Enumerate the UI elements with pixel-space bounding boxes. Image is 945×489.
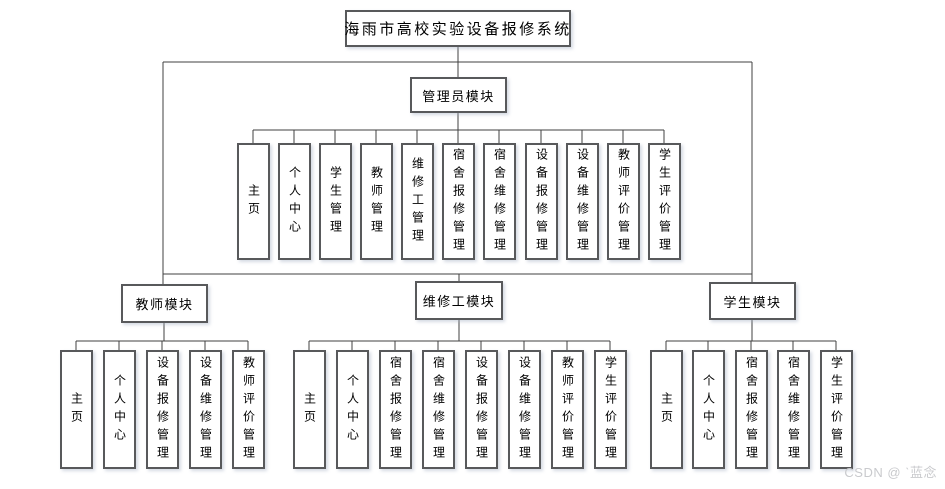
node-student-child-home: 主页 [650, 350, 683, 469]
node-repairman-child-home: 主页 [293, 350, 326, 469]
node-student-child-personal-center: 个人中心 [692, 350, 725, 469]
node-admin-child-student-eval-mgmt: 学生评价管理 [648, 143, 681, 260]
system-title-label: 海雨市高校实验设备报修系统 [344, 21, 572, 38]
node-admin-child-dorm-maintenance-mgmt: 宿舍维修管理 [483, 143, 516, 260]
node-repairman-child-equipment-maintenance-mgmt: 设备维修管理 [508, 350, 541, 469]
node-admin-child-home: 主页 [237, 143, 270, 260]
node-repairman-child-student-eval-mgmt: 学生评价管理 [594, 350, 627, 469]
teacher-module-label: 教师模块 [135, 297, 194, 312]
node-admin-child-teacher-mgmt: 教师管理 [360, 143, 393, 260]
admin-module-label: 管理员模块 [422, 88, 495, 104]
node-repairman-child-dorm-maintenance-mgmt: 宿舍维修管理 [422, 350, 455, 469]
node-teacher-child-personal-center: 个人中心 [103, 350, 136, 469]
node-admin-child-teacher-eval-mgmt: 教师评价管理 [607, 143, 640, 260]
node-teacher-child-equipment-maintenance-mgmt: 设备维修管理 [189, 350, 222, 469]
repairman-module-label: 维修工模块 [422, 294, 496, 309]
node-student-child-dorm-repair-report-mgmt: 宿舍报修管理 [735, 350, 768, 469]
node-system-title: 海雨市高校实验设备报修系统 [344, 10, 572, 47]
node-teacher-module: 教师模块 [121, 284, 208, 323]
node-student-child-student-eval-mgmt: 学生评价管理 [820, 350, 853, 469]
node-admin-child-student-mgmt: 学生管理 [319, 143, 352, 260]
node-teacher-child-equipment-repair-report-mgmt: 设备报修管理 [146, 350, 179, 469]
node-repairman-module: 维修工模块 [415, 281, 503, 320]
node-student-module: 学生模块 [709, 282, 796, 320]
node-student-child-dorm-maintenance-mgmt: 宿舍维修管理 [777, 350, 810, 469]
student-module-label: 学生模块 [723, 294, 782, 310]
node-teacher-child-home: 主页 [60, 350, 93, 469]
node-repairman-child-teacher-eval-mgmt: 教师评价管理 [551, 350, 584, 469]
node-teacher-child-teacher-eval-mgmt: 教师评价管理 [232, 350, 265, 469]
node-admin-child-repairman-mgmt: 维修工管理 [401, 143, 434, 260]
node-admin-child-equipment-repair-report-mgmt: 设备报修管理 [525, 143, 558, 260]
node-admin-child-personal-center: 个人中心 [278, 143, 311, 260]
node-admin-child-equipment-maintenance-mgmt: 设备维修管理 [566, 143, 599, 260]
node-repairman-child-dorm-repair-report-mgmt: 宿舍报修管理 [379, 350, 412, 469]
node-admin-child-dorm-repair-report-mgmt: 宿舍报修管理 [442, 143, 475, 260]
node-repairman-child-personal-center: 个人中心 [336, 350, 369, 469]
node-admin-module: 管理员模块 [410, 77, 507, 113]
node-repairman-child-equipment-repair-report-mgmt: 设备报修管理 [465, 350, 498, 469]
csdn-watermark: CSDN @ ˋ蓝念 [844, 465, 937, 480]
